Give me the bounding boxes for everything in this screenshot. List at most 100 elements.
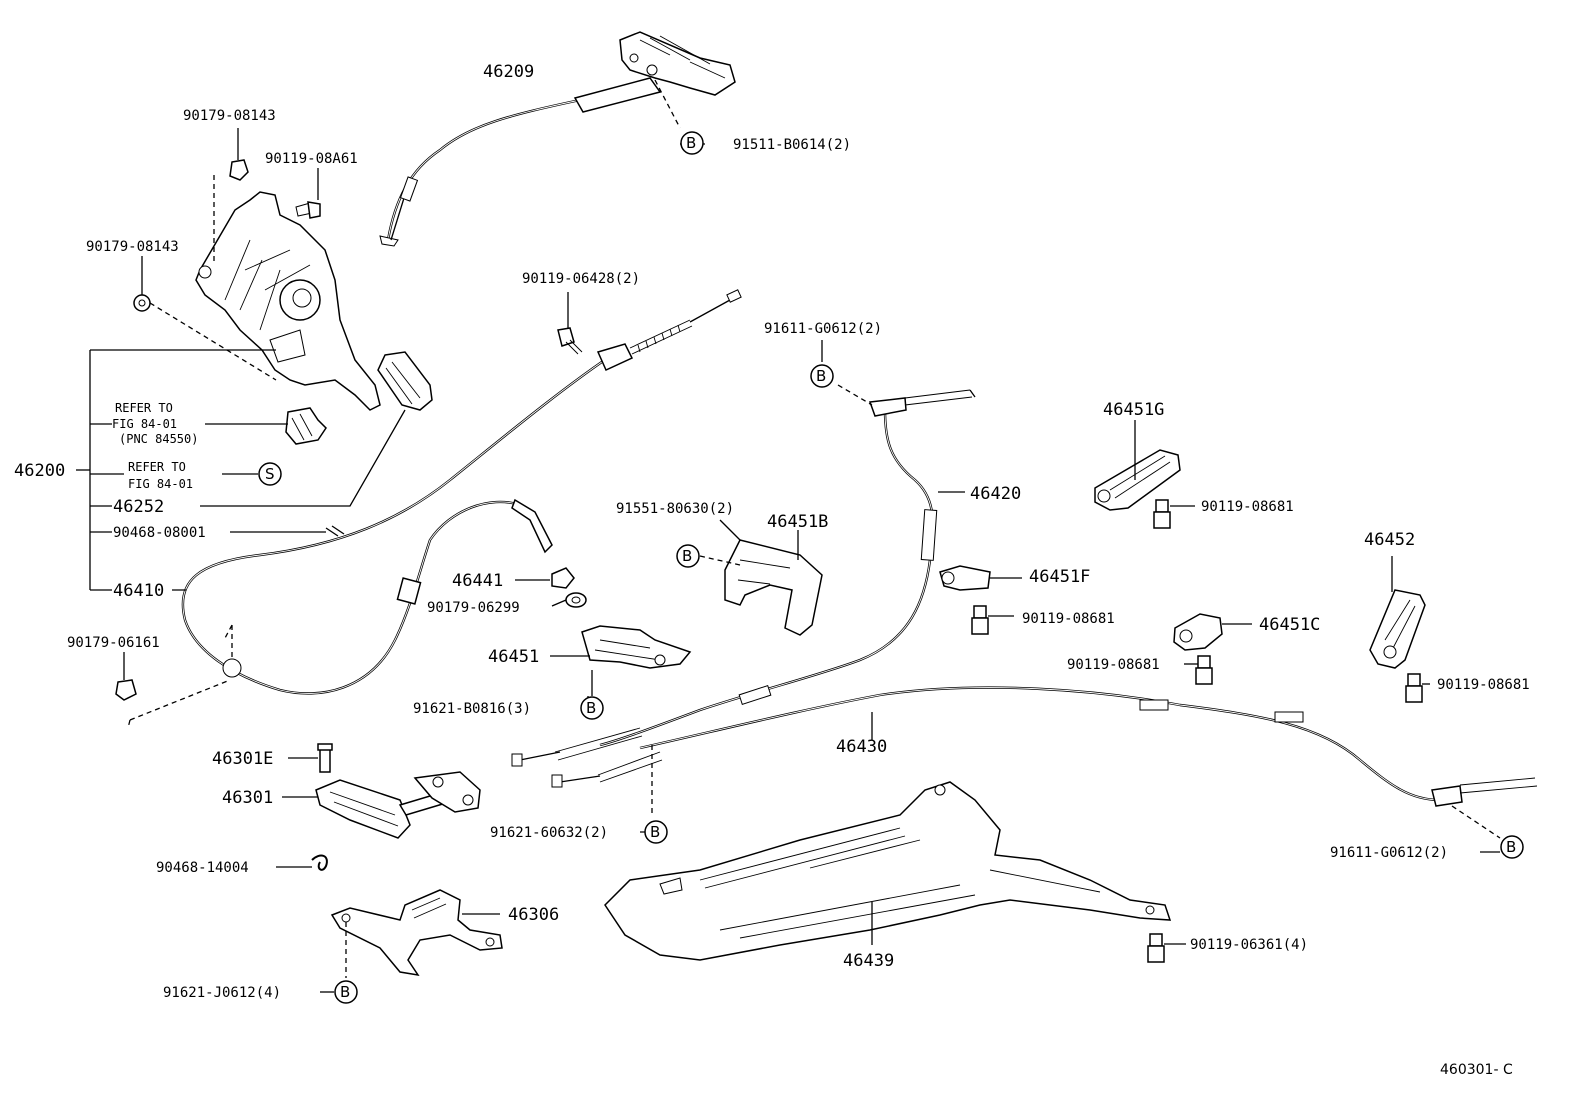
label-46441: 46441 bbox=[452, 571, 503, 591]
part-90119-08a61-bolt bbox=[295, 201, 321, 219]
part-90119-08681-bolt-b bbox=[971, 605, 989, 635]
marker-b-4: B bbox=[580, 696, 604, 720]
svg-text:B: B bbox=[816, 367, 826, 385]
label-91621-60632: 91621-60632(2) bbox=[490, 825, 608, 841]
part-46441-nut bbox=[551, 567, 575, 589]
part-90179-08143-nut-top bbox=[229, 159, 249, 181]
part-46451-bracket bbox=[581, 625, 692, 669]
label-46452: 46452 bbox=[1364, 530, 1415, 550]
label-46430: 46430 bbox=[836, 737, 887, 757]
label-91611-g0612-top: 91611-G0612(2) bbox=[764, 321, 882, 337]
label-91511-b0614: 91511-B0614(2) bbox=[733, 137, 851, 153]
svg-text:B: B bbox=[682, 547, 692, 565]
refer1-line2: FIG 84-01 bbox=[112, 417, 177, 431]
label-46451b: 46451B bbox=[767, 512, 828, 532]
part-46451c-clamp bbox=[1173, 613, 1223, 651]
label-46451f: 46451F bbox=[1029, 567, 1090, 587]
part-46209-bracket bbox=[619, 31, 736, 96]
part-46209-cable bbox=[379, 77, 662, 247]
refer2-line1: REFER TO bbox=[128, 460, 186, 474]
svg-text:B: B bbox=[686, 134, 696, 152]
label-91621-j0612: 91621-J0612(4) bbox=[163, 985, 281, 1001]
svg-text:B: B bbox=[650, 823, 660, 841]
label-91621-b0816: 91621-B0816(3) bbox=[413, 701, 531, 717]
part-90119-08681-bolt-a bbox=[1153, 499, 1171, 529]
figure-id: 460301- C bbox=[1440, 1062, 1513, 1078]
refer1-line1: REFER TO bbox=[115, 401, 173, 415]
label-90119-06428: 90119-06428(2) bbox=[522, 271, 640, 287]
part-90119-06428-bolt bbox=[557, 327, 583, 355]
label-90468-08001: 90468-08001 bbox=[113, 525, 206, 541]
label-90119-06361: 90119-06361(4) bbox=[1190, 937, 1308, 953]
marker-b-3: B bbox=[676, 544, 700, 568]
part-46430-cable bbox=[551, 686, 1538, 807]
part-pedal-bracket bbox=[195, 191, 381, 411]
marker-b-5: B bbox=[644, 820, 668, 844]
label-46420: 46420 bbox=[970, 484, 1021, 504]
label-90119-08681-c: 90119-08681 bbox=[1067, 657, 1160, 673]
leader-46410-clip bbox=[223, 624, 233, 660]
label-90179-08143-top: 90179-08143 bbox=[183, 108, 276, 124]
part-46301e-pin bbox=[317, 743, 333, 773]
leader-46451b-bolt bbox=[699, 555, 741, 566]
label-46439: 46439 bbox=[843, 951, 894, 971]
label-90119-08a61: 90119-08A61 bbox=[265, 151, 358, 167]
leader-80630 bbox=[719, 519, 741, 541]
part-90179-06299-washer bbox=[565, 592, 587, 608]
label-46252: 46252 bbox=[113, 497, 164, 517]
part-46410-cable bbox=[181, 289, 742, 695]
part-46452-bracket bbox=[1369, 589, 1426, 669]
label-46451c: 46451C bbox=[1259, 615, 1320, 635]
part-46420-cable bbox=[511, 389, 976, 767]
marker-b-6: B bbox=[1500, 835, 1524, 859]
label-90119-08681-b: 90119-08681 bbox=[1022, 611, 1115, 627]
svg-text:B: B bbox=[1506, 838, 1516, 856]
label-90119-08681-a: 90119-08681 bbox=[1201, 499, 1294, 515]
leader-g0612-a bbox=[837, 384, 873, 406]
label-46410: 46410 bbox=[113, 581, 164, 601]
part-46451b-bracket bbox=[724, 539, 823, 636]
part-90468-14004-clip bbox=[311, 854, 328, 871]
part-90119-08681-bolt-c bbox=[1195, 655, 1213, 685]
label-46301e: 46301E bbox=[212, 749, 273, 769]
part-pedal-pad bbox=[377, 351, 433, 411]
label-46451g: 46451G bbox=[1103, 400, 1164, 420]
leader-06299 bbox=[551, 599, 567, 607]
part-46439-shield bbox=[604, 781, 1172, 961]
label-90179-06299: 90179-06299 bbox=[427, 600, 520, 616]
svg-text:S: S bbox=[265, 465, 275, 483]
label-46209: 46209 bbox=[483, 62, 534, 82]
label-46306: 46306 bbox=[508, 905, 559, 925]
part-46451f-clamp bbox=[939, 565, 991, 591]
refer2-line2: FIG 84-01 bbox=[128, 477, 193, 491]
label-90179-06161: 90179-06161 bbox=[67, 635, 160, 651]
part-46306-bracket bbox=[330, 889, 503, 977]
label-90119-08681-d: 90119-08681 bbox=[1437, 677, 1530, 693]
label-46451: 46451 bbox=[488, 647, 539, 667]
refer1-line3: (PNC 84550) bbox=[119, 432, 198, 446]
part-90179-08143-nut-left bbox=[133, 294, 151, 312]
marker-b-2: B bbox=[810, 364, 834, 388]
leader-06161-tip bbox=[127, 719, 131, 729]
svg-text:B: B bbox=[340, 983, 350, 1001]
label-91611-g0612-bottom: 91611-G0612(2) bbox=[1330, 845, 1448, 861]
group-46200-bracket bbox=[76, 349, 406, 591]
part-46451g-clamp bbox=[1094, 449, 1181, 511]
leader-nut-left bbox=[149, 302, 277, 381]
callout-labels: 46209 91511-B0614(2) 90179-08143 90119-0… bbox=[14, 62, 1530, 1001]
part-90119-06361-bolt bbox=[1147, 933, 1165, 963]
label-46301: 46301 bbox=[222, 788, 273, 808]
svg-text:B: B bbox=[586, 699, 596, 717]
marker-s: S bbox=[258, 462, 282, 486]
label-46200: 46200 bbox=[14, 461, 65, 481]
marker-b-7: B bbox=[334, 980, 358, 1004]
part-46301-equalizer bbox=[315, 771, 481, 839]
label-91551-80630: 91551-80630(2) bbox=[616, 501, 734, 517]
refer-notes: REFER TO FIG 84-01 (PNC 84550) REFER TO … bbox=[112, 401, 198, 491]
leader-46209-bolt bbox=[654, 79, 681, 129]
leader-g0612-b bbox=[1451, 805, 1501, 839]
leader-06161 bbox=[129, 679, 231, 721]
part-90179-06161-nut bbox=[115, 679, 137, 701]
part-switch bbox=[285, 407, 327, 445]
